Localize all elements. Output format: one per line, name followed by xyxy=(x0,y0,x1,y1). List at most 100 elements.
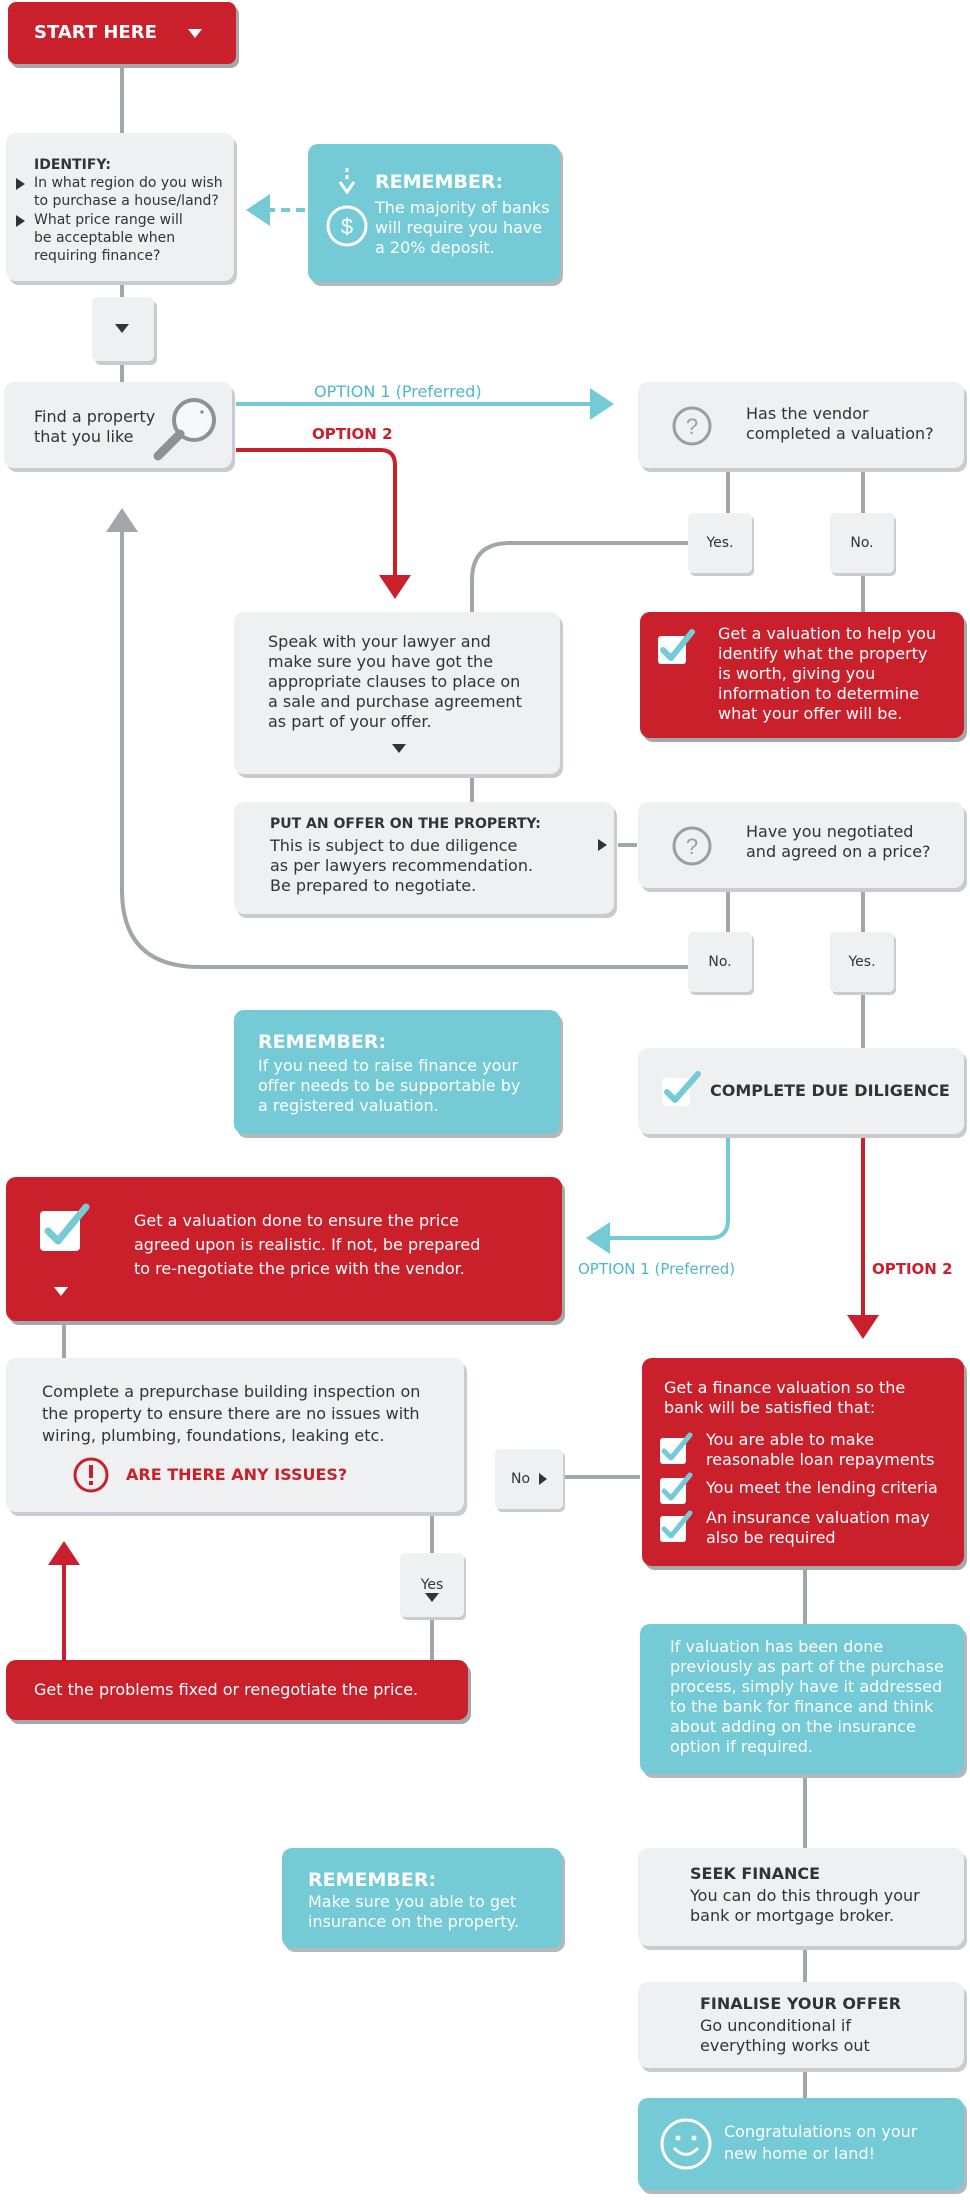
put-offer-box: PUT AN OFFER ON THE PROPERTY: This is su… xyxy=(234,802,614,914)
remember-deposit-line: will require you have xyxy=(375,218,543,237)
previous-valuation-line: option if required. xyxy=(670,1737,813,1756)
issues-no-tag[interactable]: No xyxy=(495,1449,563,1509)
remember-finance-heading: REMEMBER: xyxy=(258,1031,387,1053)
get-valuation-box: Get a valuation to help you identify wha… xyxy=(640,612,964,738)
negotiated-no-tag[interactable]: No. xyxy=(688,932,752,992)
chevron-down-icon xyxy=(188,29,202,38)
inspection-line: Complete a prepurchase building inspecti… xyxy=(42,1382,421,1401)
finance-valuation-line: bank will be satisfied that: xyxy=(664,1398,876,1417)
get-valuation-line: identify what the property xyxy=(718,644,928,663)
finance-criteria-item: You meet the lending criteria xyxy=(706,1478,938,1497)
congratulations-line: Congratulations on your xyxy=(724,2122,918,2141)
finalise-line: everything works out xyxy=(700,2036,870,2055)
issues-yes-label: Yes xyxy=(420,1577,444,1593)
find-property-line: that you like xyxy=(34,427,134,446)
lawyer-line: as part of your offer. xyxy=(268,712,432,731)
get-valuation-line: is worth, giving you xyxy=(718,664,876,683)
vendor-no-tag[interactable]: No. xyxy=(830,513,894,573)
alert-icon xyxy=(73,1457,109,1493)
get-valuation-line: Get a valuation to help you xyxy=(718,624,937,643)
inspection-line: the property to ensure there are no issu… xyxy=(42,1404,420,1423)
valuation-done-line: to re-negotiate the price with the vendo… xyxy=(134,1259,465,1278)
seek-finance-box: SEEK FINANCE You can do this through you… xyxy=(638,1848,964,1946)
negotiated-question-box: ? Have you negotiated and agreed on a pr… xyxy=(638,802,964,888)
seek-finance-line: You can do this through your xyxy=(690,1886,920,1905)
put-offer-line: as per lawyers recommendation. xyxy=(270,856,534,875)
identify-question-price-3: requiring finance? xyxy=(34,248,161,264)
seek-finance-heading: SEEK FINANCE xyxy=(690,1864,821,1883)
checkmark-icon xyxy=(660,1472,693,1504)
option2-mid-label: OPTION 2 xyxy=(872,1260,953,1278)
get-valuation-line: what your offer will be. xyxy=(718,704,903,723)
loop-arrow-back-to-find xyxy=(106,508,688,969)
remember-deposit-box: $ REMEMBER: The majority of banks will r… xyxy=(308,144,560,282)
identify-question-price-2: be acceptable when xyxy=(34,230,176,246)
identify-next-box[interactable] xyxy=(92,297,154,361)
lawyer-box: Speak with your lawyer and make sure you… xyxy=(234,612,560,774)
seek-finance-line: bank or mortgage broker. xyxy=(690,1906,895,1925)
negotiated-yes-tag[interactable]: Yes. xyxy=(830,932,894,992)
checkmark-icon xyxy=(40,1203,90,1251)
finance-criteria-item: An insurance valuation may xyxy=(706,1508,930,1527)
remember-insurance-line: insurance on the property. xyxy=(308,1912,519,1931)
lawyer-line: a sale and purchase agreement xyxy=(268,692,522,711)
checkmark-icon xyxy=(660,1510,693,1542)
magnifier-icon xyxy=(153,398,216,461)
issues-no-label: No xyxy=(511,1471,531,1487)
arrow-option2-top xyxy=(236,448,411,599)
previous-valuation-line: process, simply have it addressed xyxy=(670,1677,943,1696)
inspection-line: wiring, plumbing, foundations, leaking e… xyxy=(42,1426,385,1445)
find-property-box: Find a property that you like xyxy=(4,382,232,468)
connector-yes-lawyer xyxy=(470,541,688,615)
checkmark-icon xyxy=(662,1071,701,1106)
valuation-done-line: Get a valuation done to ensure the price xyxy=(134,1211,459,1230)
valuation-done-line: agreed upon is realistic. If not, be pre… xyxy=(134,1235,481,1254)
finance-criteria-item: also be required xyxy=(706,1528,836,1547)
remember-finance-line: If you need to raise finance your xyxy=(258,1056,519,1075)
identify-box: IDENTIFY: In what region do you wish to … xyxy=(6,133,234,281)
vendor-question-line: Has the vendor xyxy=(746,404,869,423)
identify-question-region: In what region do you wish xyxy=(34,175,223,191)
lawyer-line: make sure you have got the xyxy=(268,652,494,671)
due-diligence-box: COMPLETE DUE DILIGENCE xyxy=(638,1048,964,1134)
svg-text:?: ? xyxy=(686,834,698,859)
find-property-line: Find a property xyxy=(34,407,156,426)
remember-deposit-line: The majority of banks xyxy=(375,198,550,217)
remember-insurance-box: REMEMBER: Make sure you able to get insu… xyxy=(282,1848,562,1948)
bullet-icon xyxy=(16,178,25,190)
building-inspection-box: Complete a prepurchase building inspecti… xyxy=(6,1358,464,1512)
vendor-yes-tag[interactable]: Yes. xyxy=(688,513,752,573)
remember-deposit-line: a 20% deposit. xyxy=(375,238,495,257)
remember-finance-line: offer needs to be supportable by xyxy=(258,1076,521,1095)
finalise-heading: FINALISE YOUR OFFER xyxy=(700,1994,902,2013)
arrow-right-icon xyxy=(539,1473,547,1485)
identify-question-price: What price range will xyxy=(34,212,183,228)
put-offer-line: This is subject to due diligence xyxy=(270,836,518,855)
previous-valuation-line: about adding on the insurance xyxy=(670,1717,916,1736)
remember-finance-box: REMEMBER: If you need to raise finance y… xyxy=(234,1010,560,1134)
negotiated-question-line: and agreed on a price? xyxy=(746,842,931,861)
finance-valuation-box: Get a finance valuation so the bank will… xyxy=(642,1358,964,1566)
svg-text:$: $ xyxy=(341,214,353,239)
remember-finance-line: a registered valuation. xyxy=(258,1096,439,1115)
checkmark-icon xyxy=(660,1432,693,1464)
remember-deposit-heading: REMEMBER: xyxy=(375,171,504,193)
finance-criteria-item: reasonable loan repayments xyxy=(706,1450,935,1469)
option2-top-label: OPTION 2 xyxy=(312,425,393,443)
dollar-icon: $ xyxy=(326,168,368,247)
lawyer-line: appropriate clauses to place on xyxy=(268,672,521,691)
congratulations-box: Congratulations on your new home or land… xyxy=(638,2098,964,2190)
identify-question-region-2: to purchase a house/land? xyxy=(34,193,219,209)
negotiated-question-line: Have you negotiated xyxy=(746,822,914,841)
bullet-icon xyxy=(16,215,25,227)
put-offer-heading: PUT AN OFFER ON THE PROPERTY: xyxy=(270,816,541,832)
previous-valuation-line: previously as part of the purchase xyxy=(670,1657,944,1676)
finance-criteria-item: You are able to make xyxy=(706,1430,875,1449)
start-here-label: START HERE xyxy=(34,22,157,43)
option1-top-label: OPTION 1 (Preferred) xyxy=(314,382,482,401)
issues-yes-tag[interactable]: Yes xyxy=(400,1553,464,1617)
checkmark-icon xyxy=(658,629,695,664)
start-here-box[interactable]: START HERE xyxy=(8,2,236,64)
remember-insurance-line: Make sure you able to get xyxy=(308,1892,517,1911)
